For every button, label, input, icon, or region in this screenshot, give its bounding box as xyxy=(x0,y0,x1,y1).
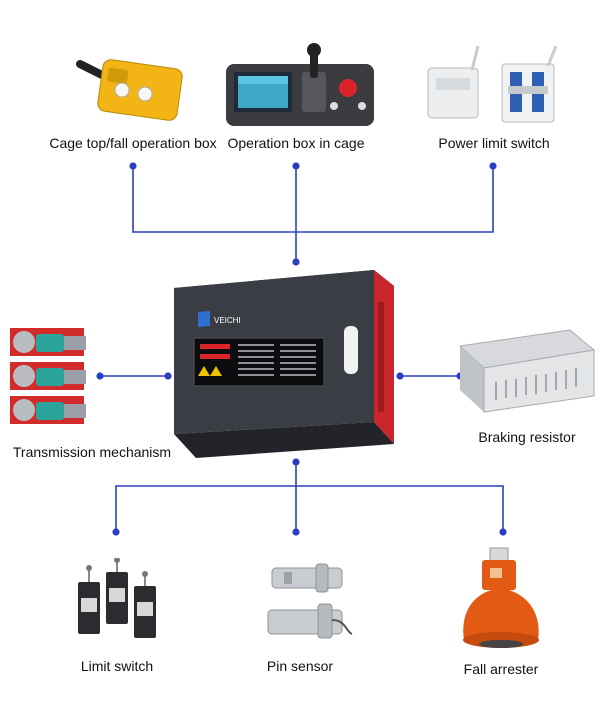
label-limit-switch: Limit switch xyxy=(80,658,154,674)
node-transmission xyxy=(96,372,104,380)
node-cage-top xyxy=(129,162,137,170)
wire-bottom-bus xyxy=(115,485,504,532)
label-fall-arrester: Fall arrester xyxy=(463,661,539,677)
power-limit-switch-image xyxy=(427,45,558,123)
controller-brand: VEICHI xyxy=(214,316,241,325)
node-power-limit xyxy=(489,162,497,170)
fall-arrester-image xyxy=(463,547,539,648)
node-controller-bottom xyxy=(292,458,300,466)
pendant-control-image xyxy=(76,59,183,121)
label-operation-box: Operation box in cage xyxy=(227,135,365,151)
wire-top-bus xyxy=(132,166,494,233)
braking-resistor-image xyxy=(458,329,596,413)
pin-sensor-image xyxy=(267,563,353,639)
node-controller-top xyxy=(292,258,300,266)
node-limit-switch xyxy=(112,528,120,536)
label-braking-resistor: Braking resistor xyxy=(478,429,576,445)
cage-operation-box-image xyxy=(226,43,374,126)
node-pin-sensor xyxy=(292,528,300,536)
label-transmission: Transmission mechanism xyxy=(12,444,172,460)
node-fall-arrester xyxy=(499,528,507,536)
node-controller-left xyxy=(164,372,172,380)
label-power-limit-switch: Power limit switch xyxy=(438,135,550,151)
controller-cabinet-image: VEICHI xyxy=(174,270,394,458)
transmission-mechanism-image xyxy=(10,328,86,424)
label-pin-sensor: Pin sensor xyxy=(266,658,334,674)
node-controller-right xyxy=(396,372,404,380)
label-cage-top-box: Cage top/fall operation box xyxy=(49,135,217,151)
node-operation-box xyxy=(292,162,300,170)
limit-switch-image xyxy=(78,558,156,638)
